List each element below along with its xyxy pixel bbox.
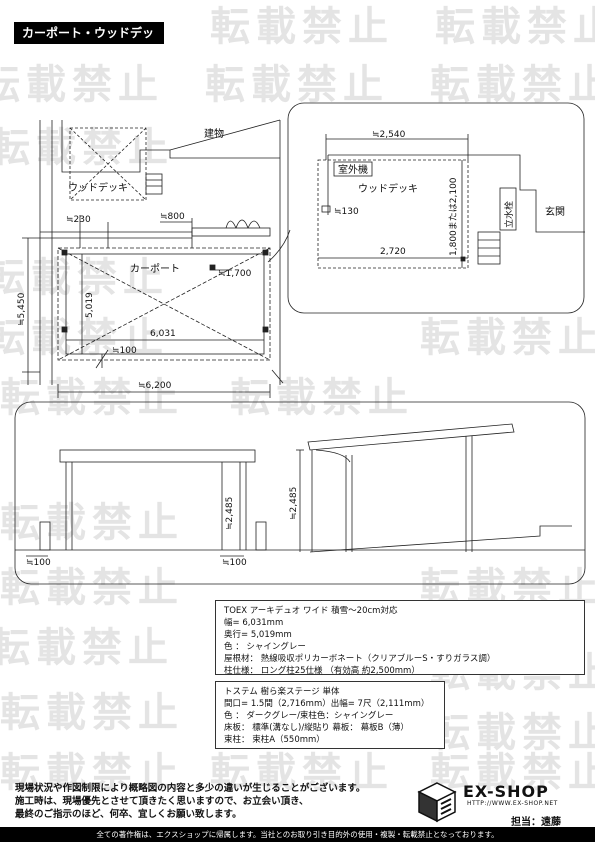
dim-5450: ≒5,450 bbox=[17, 292, 27, 326]
dim-6031: 6,031 bbox=[150, 329, 176, 339]
plant-icon bbox=[225, 220, 237, 229]
brand-url: HTTP://WWW.EX-SHOP.NET bbox=[467, 800, 558, 807]
dim-1700: ≒1,700 bbox=[218, 269, 252, 279]
dim-100-left: ≒100 bbox=[26, 558, 51, 568]
carport-spec-line: 柱仕様： ロング柱25仕様 （有効高 約2,500mm） bbox=[224, 666, 420, 676]
leader-line bbox=[271, 369, 284, 384]
building-edge bbox=[169, 119, 281, 151]
post-mark bbox=[460, 256, 466, 262]
dim-100-right: ≒100 bbox=[222, 558, 247, 568]
staff-name: 担当：遠藤 bbox=[511, 817, 561, 828]
carport-spec-box: TOEX アーキデュオ ワイド 積雪～20cm対応 幅= 6,031mm 奥行=… bbox=[215, 600, 585, 676]
label-wood-deck: ウッドデッキ bbox=[68, 181, 128, 194]
carport-spec-line: 幅= 6,031mm bbox=[224, 618, 284, 628]
dim-800: ≒800 bbox=[160, 212, 185, 222]
carport-post bbox=[61, 326, 68, 333]
dim-5019: 5,019 bbox=[85, 292, 95, 318]
brand-name: EX-SHOP bbox=[463, 782, 549, 801]
dim-1800-2100: 1,800または2,100 bbox=[448, 177, 459, 256]
deck-diagonal bbox=[69, 127, 147, 201]
note-line: 現場状況や作図制限により概略図の内容と多少の違いが生じることがございます。 bbox=[15, 783, 366, 794]
dim-230: ≒230 bbox=[66, 215, 91, 225]
front-beam bbox=[59, 449, 256, 463]
note-line: 施工時は、現場優先とさせて頂きたく思いますので、お立会い頂き、 bbox=[15, 796, 309, 807]
copyright-footer: 全ての著作権は、エクスショップに帰属します。当社とのお取り引き目的外の使用・複製… bbox=[0, 827, 595, 842]
label-carport: カーポート bbox=[130, 263, 180, 275]
label-outdoor-unit: 室外機 bbox=[338, 163, 368, 176]
dim-2485-side: ≒2,485 bbox=[289, 487, 299, 520]
carport-spec-line: 奥行= 5,019mm bbox=[224, 630, 292, 640]
deck-spec-line: 色 ： ダークグレー/束柱色：シャイングレー bbox=[224, 711, 394, 721]
carport-spec-line: TOEX アーキデュオ ワイド 積雪～20cm対応 bbox=[224, 606, 398, 616]
dim-100: ≒100 bbox=[112, 346, 137, 356]
site-notes: 現場状況や作図制限により概略図の内容と多少の違いが生じることがございます。 施工… bbox=[15, 782, 365, 821]
label-faucet: 立水栓 bbox=[503, 201, 515, 228]
callout-leader bbox=[267, 229, 291, 263]
deck-spec-line: トステム 樹ら楽ステージ 単体 bbox=[224, 687, 340, 697]
dim-2540: ≒2,540 bbox=[372, 130, 406, 140]
porch-slab bbox=[191, 227, 271, 237]
deck-spec-box: トステム 樹ら楽ステージ 単体 間口= 1.5間（2,716mm）出幅= 7尺（… bbox=[215, 681, 445, 749]
detail-frame bbox=[287, 102, 585, 314]
carport-post bbox=[209, 264, 216, 271]
plant-icon bbox=[235, 219, 249, 229]
boundary-post bbox=[255, 521, 267, 551]
carport-diagonal bbox=[57, 247, 271, 361]
deck-steps bbox=[145, 173, 163, 195]
dim-2720: 2,720 bbox=[380, 247, 406, 257]
detail-deck-outline bbox=[317, 159, 469, 269]
note-line: 最終のご指示のほど、何卒、宜しくお願い致します。 bbox=[15, 809, 242, 820]
deck-spec-line: 床板： 標準(溝なし)/縦貼り 幕板： 幕板B（薄） bbox=[224, 723, 409, 733]
plant-icon bbox=[247, 220, 261, 229]
dim-2485-front: ≒2,485 bbox=[225, 497, 235, 530]
deck-spec-line: 間口= 1.5間（2,716mm）出幅= 7尺（2,111mm） bbox=[224, 699, 430, 709]
side-bracket bbox=[315, 449, 351, 463]
carport-post bbox=[262, 249, 269, 256]
dim-130: ≒130 bbox=[334, 207, 359, 217]
leader-line bbox=[95, 349, 109, 369]
building-outline bbox=[61, 120, 280, 173]
post-mark bbox=[321, 205, 331, 213]
outdoor-unit-box bbox=[333, 161, 373, 177]
label-entrance: 玄関 bbox=[545, 205, 565, 218]
building-wall bbox=[328, 154, 585, 233]
side-roof bbox=[307, 423, 515, 451]
dim-6200: ≒6,200 bbox=[138, 381, 172, 391]
side-ground bbox=[309, 525, 572, 553]
carport-spec-line: 屋根材： 熱線吸収ポリカーボネート（クリアブルーS・すりガラス調） bbox=[224, 654, 496, 664]
elevation-frame bbox=[14, 401, 586, 585]
carport-spec-line: 色 ： シャイングレー bbox=[224, 642, 306, 652]
carport-roof bbox=[65, 253, 265, 355]
cube-logo-icon bbox=[417, 782, 457, 823]
label-detail-wood-deck: ウッドデッキ bbox=[358, 182, 418, 195]
faucet-box bbox=[499, 187, 517, 231]
page-title: カーポート・ウッドデッキ bbox=[14, 22, 164, 62]
label-building: 建物 bbox=[204, 127, 224, 140]
deck-spec-line: 束柱： 束柱A（550mm） bbox=[224, 735, 325, 745]
carport-post bbox=[262, 326, 269, 333]
company-logo: EX-SHOP HTTP://WWW.EX-SHOP.NET 担当：遠藤 bbox=[415, 780, 585, 830]
carport-diagonal bbox=[57, 247, 271, 361]
carport-post bbox=[61, 249, 68, 256]
wood-deck-outline bbox=[69, 127, 147, 201]
carport-outline bbox=[57, 247, 271, 361]
boundary-post bbox=[39, 521, 51, 551]
